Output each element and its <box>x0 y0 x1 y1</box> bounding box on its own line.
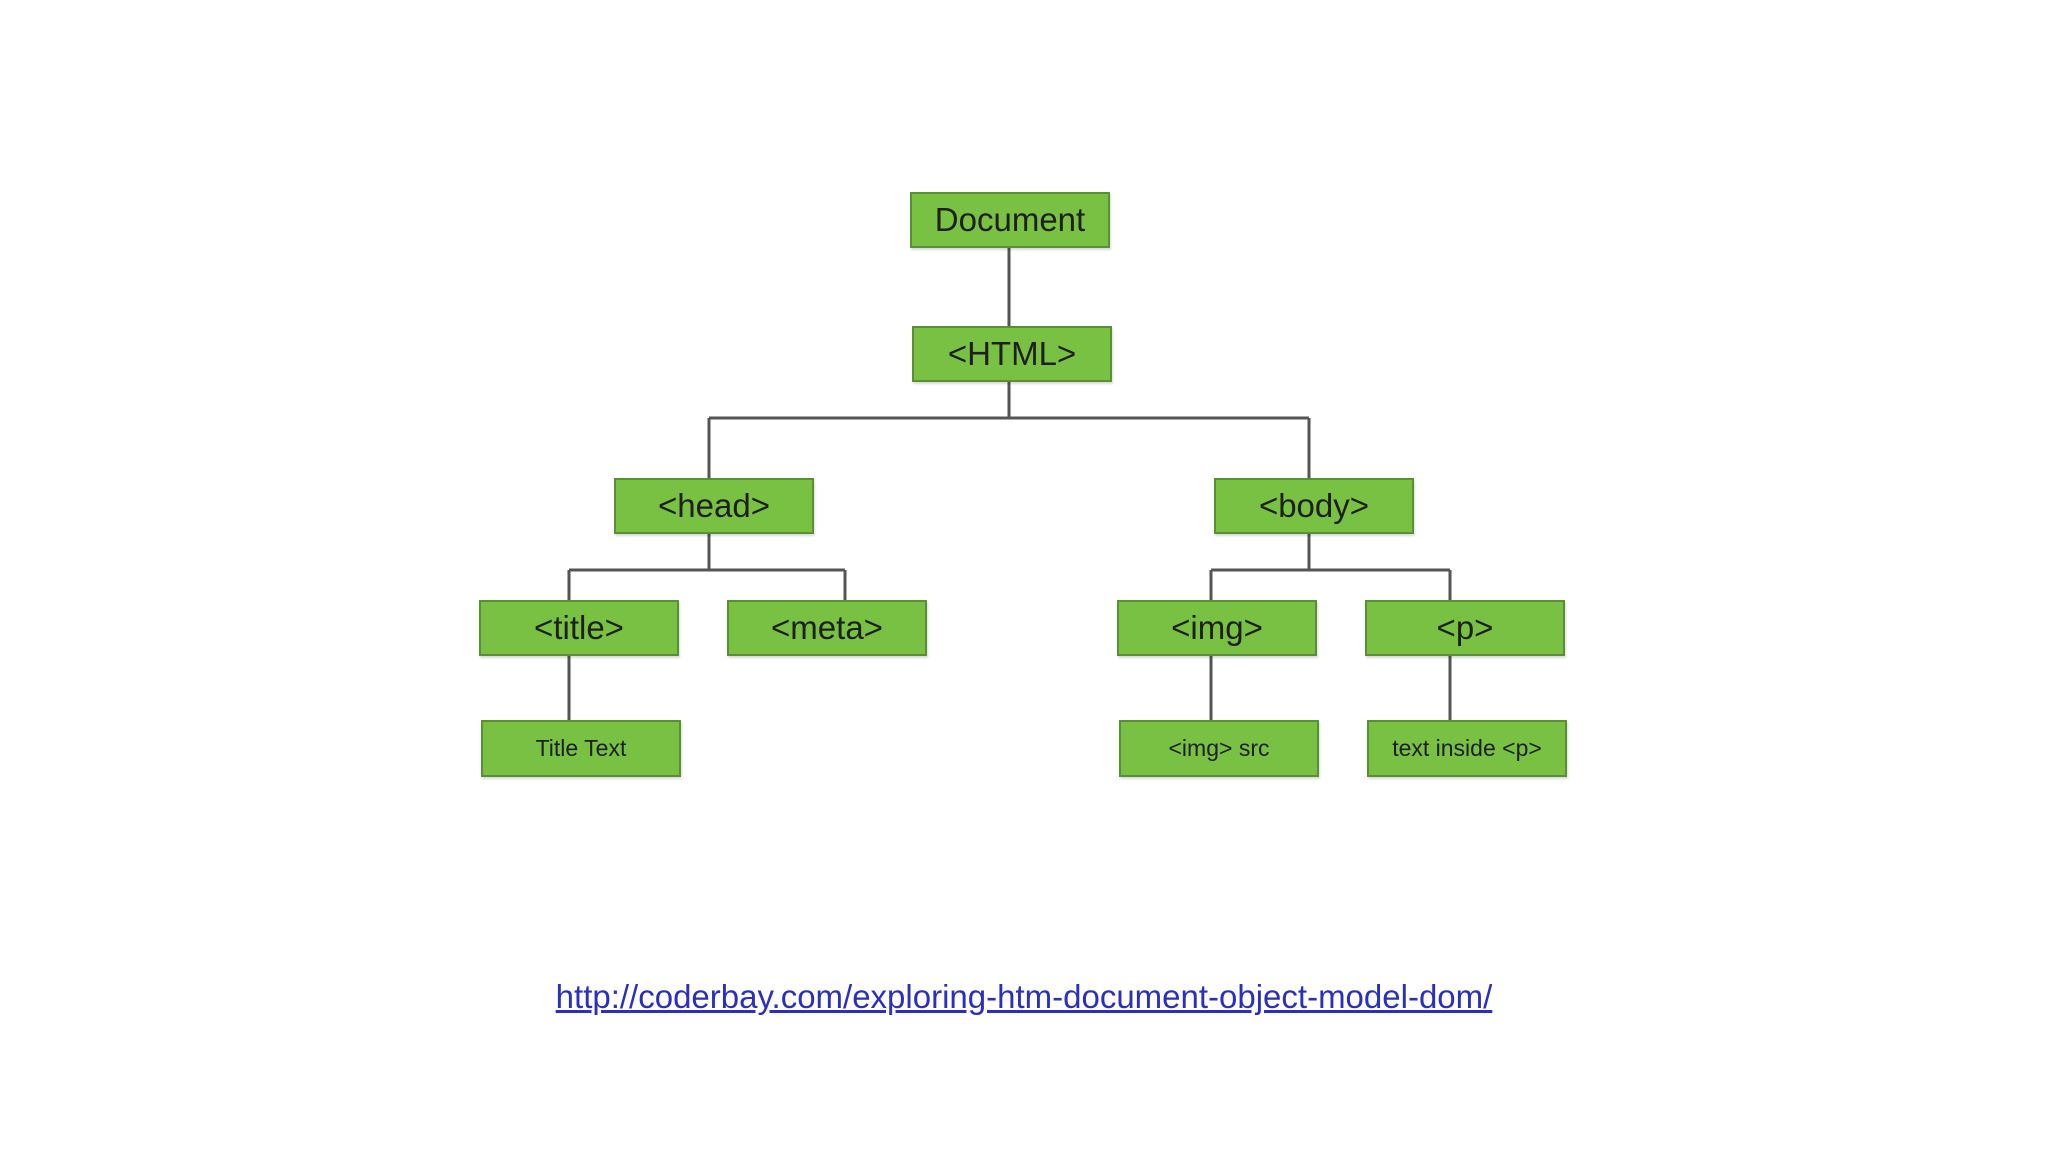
source-link[interactable]: http://coderbay.com/exploring-htm-docume… <box>555 978 1493 1015</box>
node-meta: <meta> <box>727 600 927 656</box>
node-document: Document <box>910 192 1110 248</box>
node-p-text: text inside <p> <box>1367 720 1567 777</box>
node-p: <p> <box>1365 600 1565 656</box>
node-title: <title> <box>479 600 679 656</box>
node-head: <head> <box>614 478 814 534</box>
node-img: <img> <box>1117 600 1317 656</box>
node-title-text: Title Text <box>481 720 681 777</box>
node-img-src: <img> src <box>1119 720 1319 777</box>
node-html: <HTML> <box>912 326 1112 382</box>
node-body: <body> <box>1214 478 1414 534</box>
